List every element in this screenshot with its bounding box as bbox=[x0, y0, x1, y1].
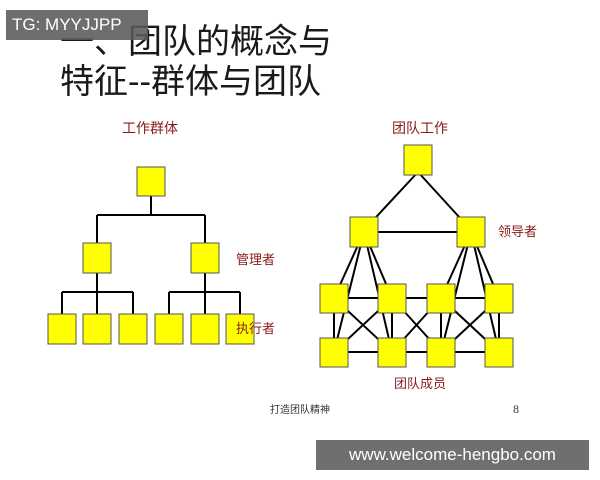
team-member-node bbox=[484, 283, 514, 314]
work-group-connectors bbox=[61, 196, 241, 314]
footer-text: 打造团队精神 bbox=[270, 403, 330, 416]
team-member-node bbox=[426, 283, 456, 314]
work-group-manager-node bbox=[190, 242, 220, 274]
team-leader-node bbox=[456, 216, 486, 248]
team-network: 团队工作 bbox=[319, 121, 537, 392]
leaders-label: 领导者 bbox=[498, 225, 537, 240]
work-group-boss-node bbox=[136, 166, 166, 197]
work-group-manager-node bbox=[82, 242, 112, 274]
members-label: 团队成员 bbox=[394, 377, 446, 392]
team-member-node bbox=[377, 337, 407, 368]
work-group-tree: 工作群体 管理者 执行 bbox=[47, 121, 275, 345]
team-member-node bbox=[484, 337, 514, 368]
work-group-executor-node bbox=[82, 313, 112, 345]
team-heading: 团队工作 bbox=[392, 121, 448, 137]
team-connectors bbox=[333, 171, 500, 353]
team-member-node bbox=[319, 337, 349, 368]
team-leader-node bbox=[349, 216, 379, 248]
slide-title: 一、团队的概念与 特征--群体与团队 bbox=[60, 22, 332, 102]
page-number: 8 bbox=[513, 405, 519, 416]
title-line-2: 特征--群体与团队 bbox=[60, 62, 321, 102]
work-group-executor-node bbox=[225, 313, 255, 345]
work-group-executor-node bbox=[190, 313, 220, 345]
team-member-node bbox=[426, 337, 456, 368]
work-group-heading: 工作群体 bbox=[122, 121, 178, 137]
executors-label: 执行者 bbox=[236, 322, 275, 337]
work-group-executor-node bbox=[118, 313, 148, 345]
url-watermark: www.welcome-hengbo.com bbox=[316, 440, 589, 470]
work-group-executor-node bbox=[154, 313, 184, 345]
team-top-node bbox=[403, 144, 433, 176]
work-group-executor-node bbox=[47, 313, 77, 345]
team-member-node bbox=[377, 283, 407, 314]
tag-watermark: TG: MYYJJPP bbox=[6, 10, 148, 40]
team-member-node bbox=[319, 283, 349, 314]
managers-label: 管理者 bbox=[236, 253, 275, 268]
